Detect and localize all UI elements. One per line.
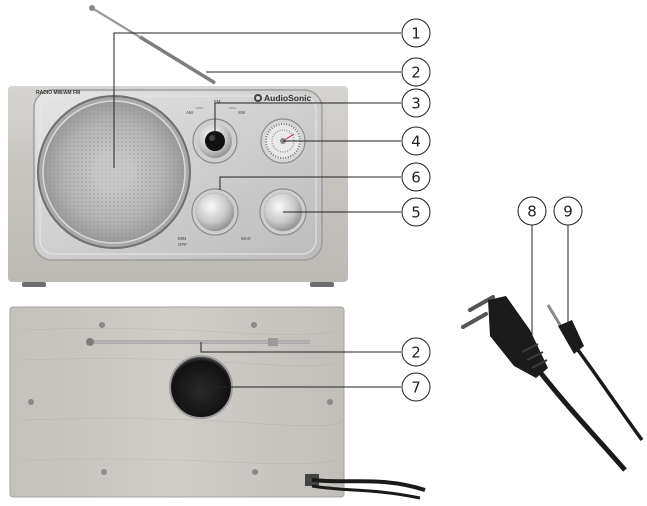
screw-icon: [99, 322, 105, 328]
band-selector-area: FM AM SW: [186, 99, 246, 115]
power-plug: [461, 295, 627, 472]
svg-text:8: 8: [527, 203, 537, 221]
volume-min-label: MIN: [178, 236, 186, 241]
screw-icon: [252, 469, 258, 475]
callout-8: 8: [517, 196, 547, 226]
telescopic-antenna: [89, 5, 216, 85]
power-cord-exit: [305, 474, 426, 500]
speaker-grille: [37, 95, 191, 249]
svg-text:1: 1: [411, 25, 421, 43]
svg-text:9: 9: [563, 203, 573, 221]
volume-max-label: MAX: [241, 236, 251, 241]
screw-icon: [28, 399, 34, 405]
svg-text:AM: AM: [186, 110, 193, 115]
svg-text:2: 2: [411, 344, 421, 362]
callout-6: 6: [401, 162, 431, 192]
volume-off-label: OFF: [178, 242, 187, 247]
callout-7: 7: [401, 372, 431, 402]
screw-icon: [251, 322, 257, 328]
svg-text:4: 4: [411, 133, 421, 151]
svg-text:3: 3: [411, 95, 421, 113]
screw-icon: [327, 399, 333, 405]
svg-text:2: 2: [411, 64, 421, 82]
radio-back: [9, 306, 426, 500]
svg-text:FM: FM: [214, 99, 221, 104]
brand-logo: AudioSonic: [254, 93, 311, 103]
callout-1: 1: [401, 18, 431, 48]
foot-left: [22, 282, 46, 287]
audio-jack: [546, 304, 644, 442]
antenna-folded: [86, 338, 310, 346]
svg-text:6: 6: [411, 169, 421, 187]
screw-icon: [101, 469, 107, 475]
callout-5: 5: [401, 197, 431, 227]
callout-lines: [113, 32, 569, 388]
callout-2-top: 2: [401, 57, 431, 87]
svg-text:5: 5: [411, 204, 421, 222]
radio-front: RADIO MW/AM FM AudioSonic FM AM SW: [8, 5, 348, 287]
volume-knob[interactable]: [191, 188, 239, 236]
callout-4: 4: [401, 126, 431, 156]
model-label: RADIO MW/AM FM: [36, 90, 80, 96]
callout-3: 3: [401, 88, 431, 118]
svg-text:SW: SW: [238, 110, 246, 115]
foot-right: [310, 282, 334, 287]
svg-text:AudioSonic: AudioSonic: [264, 93, 311, 103]
callout-9: 9: [553, 196, 583, 226]
callout-2-back: 2: [401, 337, 431, 367]
svg-text:7: 7: [411, 379, 421, 397]
